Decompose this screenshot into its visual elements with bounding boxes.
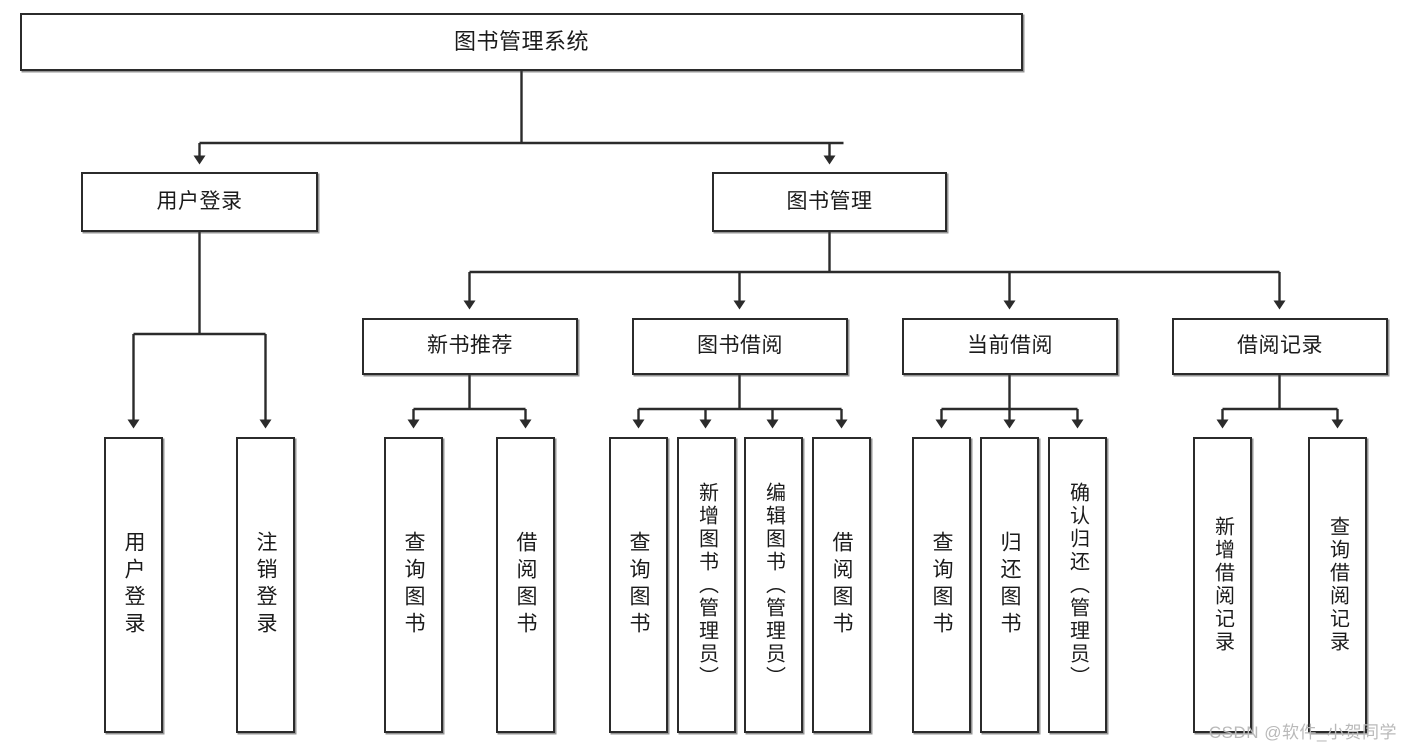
edge-newbook-to-leaves (407, 375, 532, 429)
node-label: 借阅图书 (514, 531, 537, 639)
node-leaf-query-book-3[interactable]: 查询图书 (912, 437, 971, 733)
node-label: 注销登录 (254, 531, 277, 639)
node-new-book-recommend[interactable]: 新书推荐 (362, 318, 578, 375)
node-root-system[interactable]: 图书管理系统 (20, 13, 1023, 71)
node-leaf-user-login[interactable]: 用户登录 (104, 437, 163, 733)
node-label: 图书借阅 (697, 334, 783, 358)
node-leaf-add-book-admin[interactable]: 新增图书（管理员） (677, 437, 736, 733)
node-label: 编辑图书（管理员） (762, 481, 785, 689)
edge-currentborrow-to-leaves (935, 375, 1084, 429)
node-label: 新书推荐 (427, 334, 513, 358)
node-current-borrow[interactable]: 当前借阅 (902, 318, 1118, 375)
node-leaf-edit-book-admin[interactable]: 编辑图书（管理员） (744, 437, 803, 733)
edge-bookmanage-to-level3 (463, 232, 1286, 310)
node-label: 当前借阅 (967, 334, 1053, 358)
node-leaf-confirm-return-admin[interactable]: 确认归还（管理员） (1048, 437, 1107, 733)
edge-userlogin-to-leaves (127, 232, 272, 429)
node-leaf-user-logout[interactable]: 注销登录 (236, 437, 295, 733)
node-label: 查询图书 (627, 531, 650, 639)
node-borrow-record[interactable]: 借阅记录 (1172, 318, 1388, 375)
node-label: 借阅图书 (830, 531, 853, 639)
node-label: 借阅记录 (1237, 334, 1323, 358)
node-label: 用户登录 (156, 189, 243, 213)
node-label: 归还图书 (998, 531, 1021, 639)
node-leaf-borrow-book-1[interactable]: 借阅图书 (496, 437, 555, 733)
node-leaf-query-borrow-record[interactable]: 查询借阅记录 (1308, 437, 1367, 733)
node-label: 查询借阅记录 (1326, 516, 1349, 654)
node-label: 新增借阅记录 (1211, 516, 1234, 654)
node-label: 查询图书 (402, 531, 425, 639)
node-label: 用户登录 (122, 531, 145, 639)
edge-borrowrecord-to-leaves (1216, 375, 1344, 429)
node-leaf-borrow-book-2[interactable]: 借阅图书 (812, 437, 871, 733)
node-label: 新增图书（管理员） (695, 481, 718, 689)
node-label: 确认归还（管理员） (1066, 481, 1089, 689)
node-leaf-query-book-1[interactable]: 查询图书 (384, 437, 443, 733)
node-user-login[interactable]: 用户登录 (81, 172, 318, 232)
node-book-borrow[interactable]: 图书借阅 (632, 318, 848, 375)
edge-bookborrow-to-leaves (632, 375, 848, 429)
node-leaf-add-borrow-record[interactable]: 新增借阅记录 (1193, 437, 1252, 733)
node-label: 查询图书 (930, 531, 953, 639)
edge-root-to-level2 (193, 71, 844, 165)
node-book-manage[interactable]: 图书管理 (712, 172, 947, 232)
watermark-text: CSDN @软件_小贺同学 (1208, 723, 1397, 742)
node-label: 图书管理 (786, 189, 873, 213)
node-label: 图书管理系统 (453, 29, 589, 55)
node-leaf-query-book-2[interactable]: 查询图书 (609, 437, 668, 733)
node-leaf-return-book[interactable]: 归还图书 (980, 437, 1039, 733)
